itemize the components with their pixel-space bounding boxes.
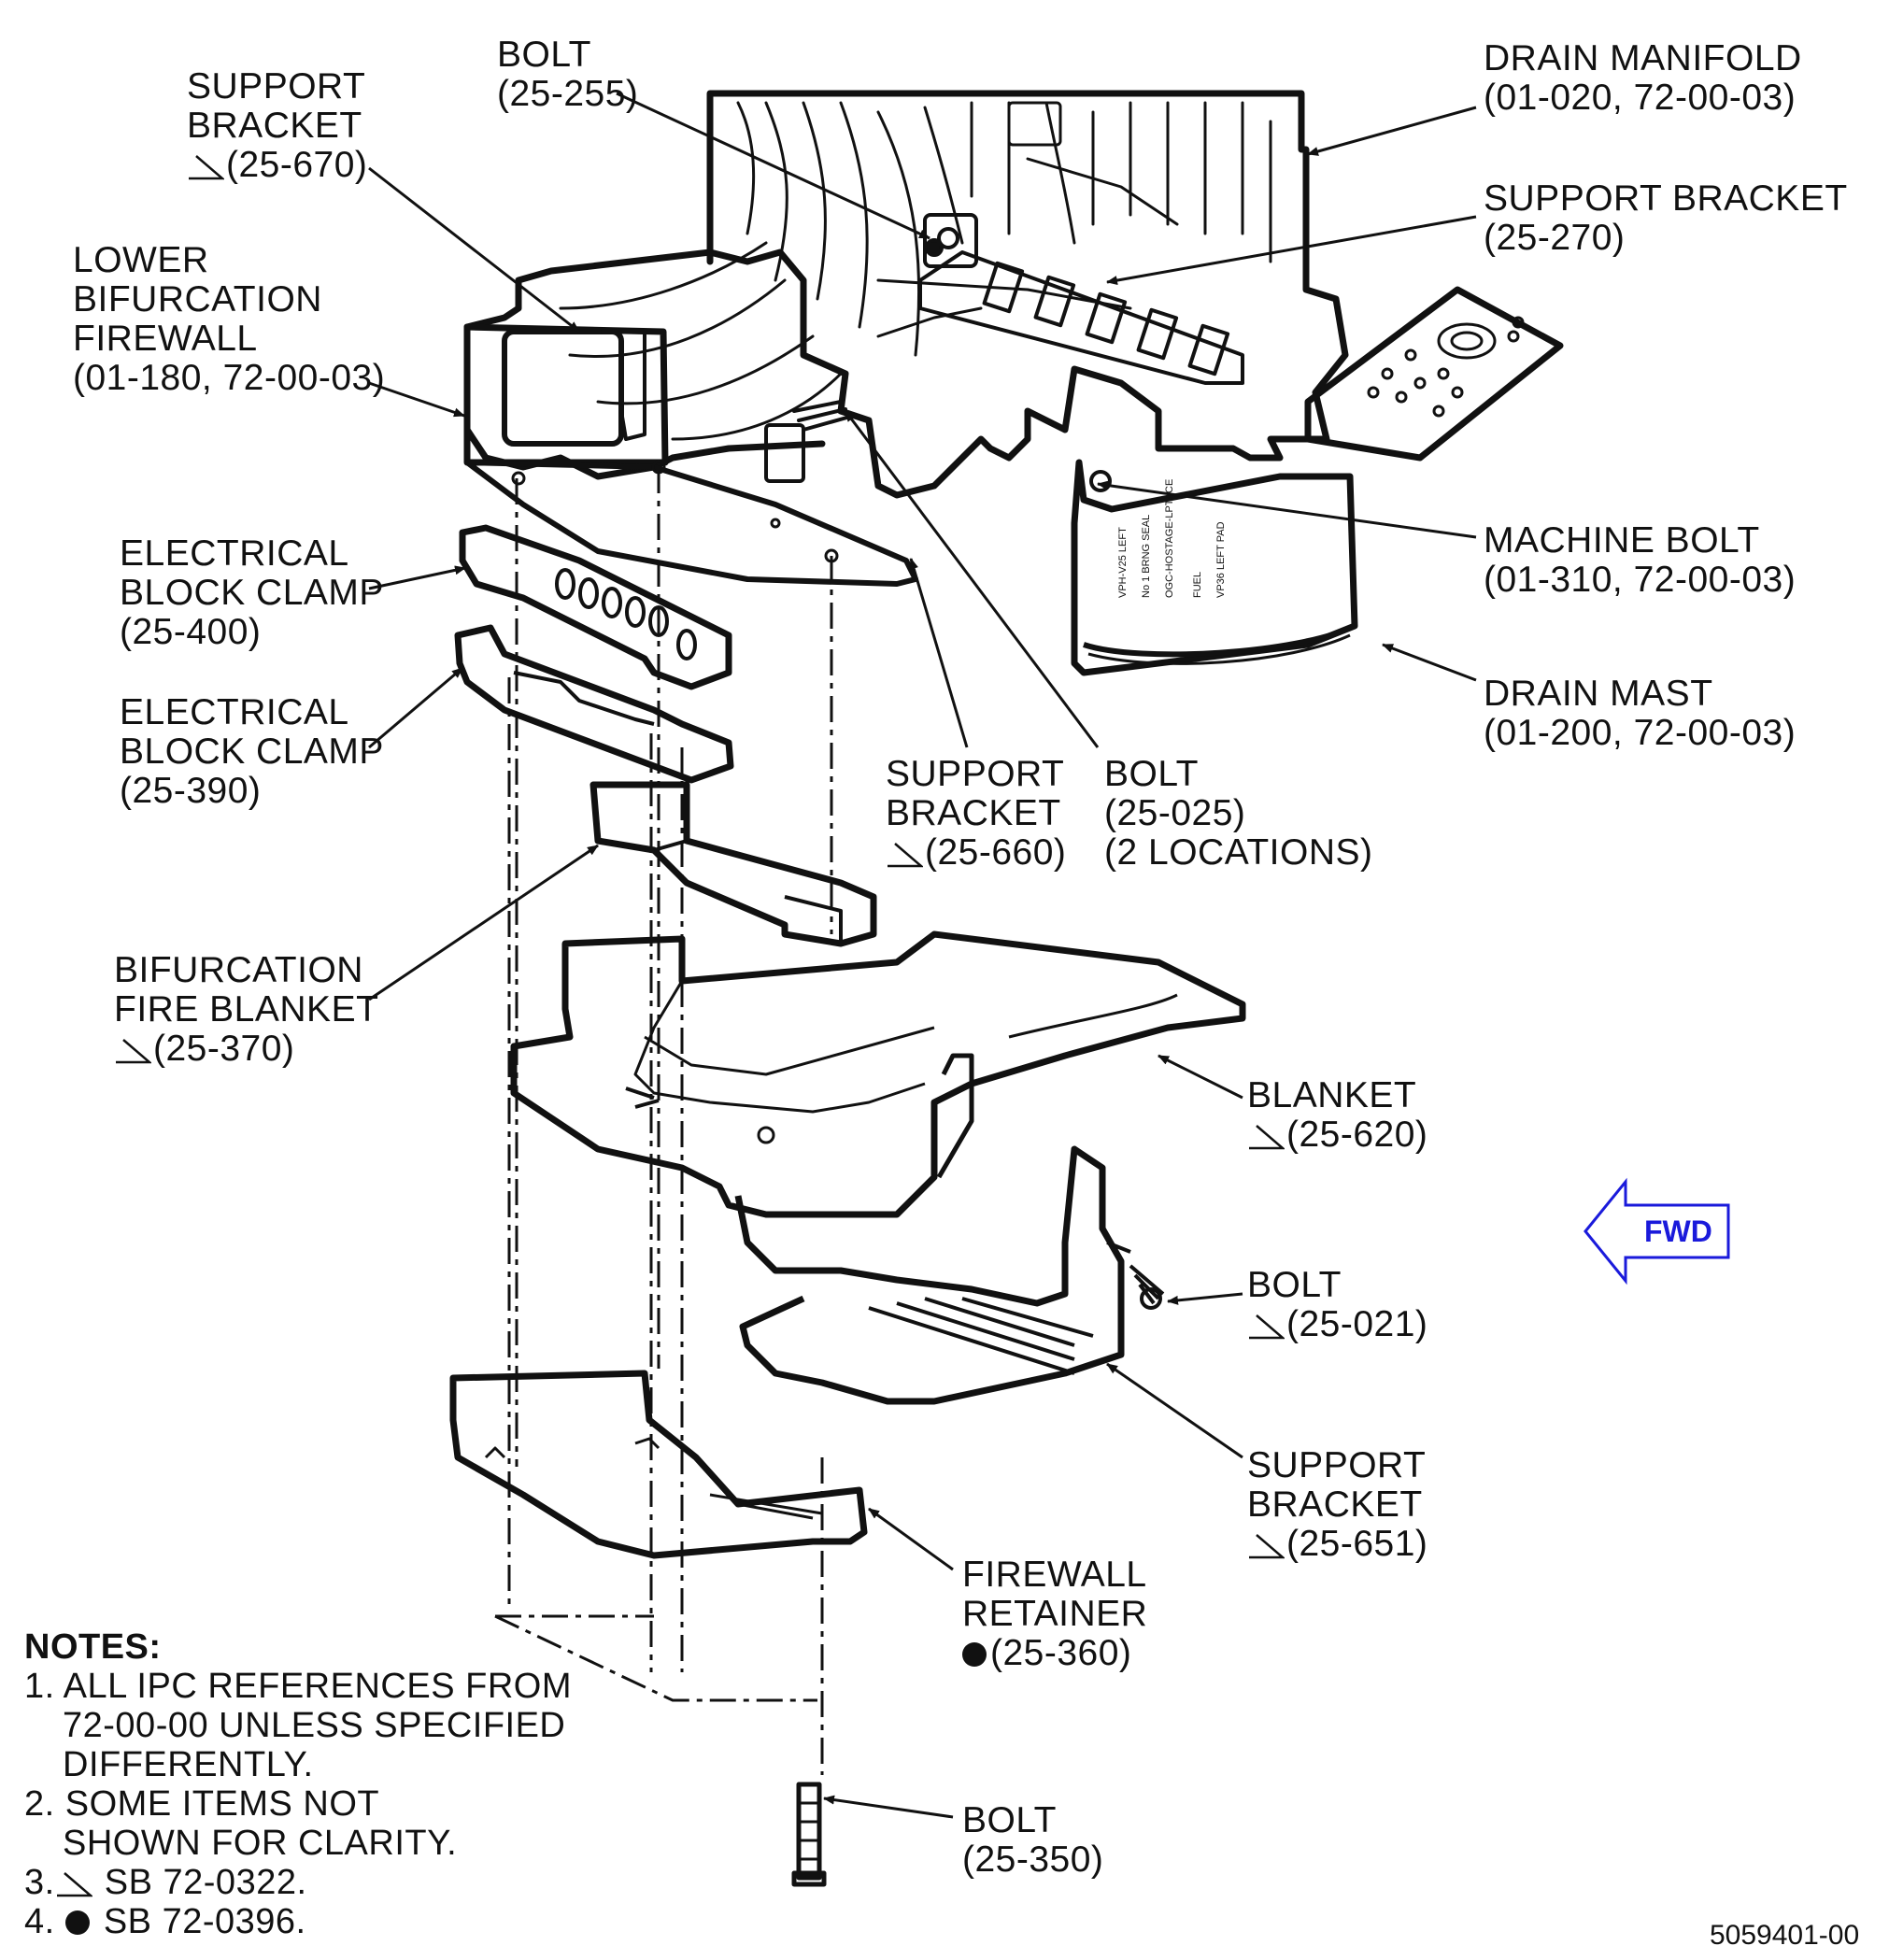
triangle-marker-icon	[56, 1872, 92, 1897]
label-drain-manifold: DRAIN MANIFOLD (01-020, 72-00-03)	[1484, 38, 1802, 118]
bolt-25-021-part	[1129, 1264, 1165, 1310]
firewall-retainer	[449, 1370, 868, 1559]
label-bolt-25-021: BOLT (25-021)	[1247, 1265, 1428, 1344]
label-support-bracket-25-660: SUPPORT BRACKET (25-660)	[886, 754, 1067, 873]
drain-mast: VPH-V25 LEFT No 1 BRNG SEAL OGC-HOSTAGE-…	[1071, 459, 1358, 676]
drain-mast-stencil-4: FUEL	[1192, 572, 1203, 598]
triangle-marker-icon	[1249, 1314, 1285, 1340]
label-blanket-25-620: BLANKET (25-620)	[1247, 1075, 1428, 1155]
label-machine-bolt: MACHINE BOLT (01-310, 72-00-03)	[1484, 520, 1797, 600]
drain-mast-stencil-2: No 1 BRNG SEAL	[1141, 515, 1152, 598]
electrical-block-clamp-25-390	[454, 624, 734, 784]
label-bolt-25-025: BOLT (25-025) (2 LOCATIONS)	[1104, 754, 1373, 873]
label-drain-mast: DRAIN MAST (01-200, 72-00-03)	[1484, 674, 1797, 753]
alignment-lines	[494, 467, 833, 1775]
figure-id: 5059401-00	[1710, 1920, 1860, 1951]
drain-mast-stencil-3: OGC-HOSTAGE-LPTACE	[1164, 479, 1175, 598]
label-electrical-block-clamp-25-400: ELECTRICAL BLOCK CLAMP (25-400)	[120, 533, 384, 652]
label-bifurcation-fire-blanket: BIFURCATION FIRE BLANKET (25-370)	[114, 950, 379, 1069]
dot-marker-icon	[962, 1642, 987, 1667]
drain-manifold-assembly	[463, 90, 1564, 587]
label-bolt-25-350: BOLT (25-350)	[962, 1800, 1104, 1880]
support-bracket-25-651	[734, 1145, 1131, 1405]
dot-marker-icon	[64, 1910, 90, 1935]
label-support-bracket-25-270: SUPPORT BRACKET (25-270)	[1484, 178, 1848, 258]
triangle-marker-icon	[189, 155, 224, 180]
triangle-marker-icon	[888, 843, 923, 868]
triangle-marker-icon	[1249, 1534, 1285, 1559]
bolt-25-350-part	[791, 1782, 827, 1887]
triangle-marker-icon	[116, 1039, 151, 1064]
label-firewall-retainer: FIREWALL RETAINER (25-360)	[962, 1555, 1148, 1673]
electrical-block-clamp-25-400	[459, 524, 732, 690]
label-support-bracket-25-670: SUPPORT BRACKET (25-670)	[187, 66, 368, 185]
notes-heading: NOTES:	[24, 1627, 162, 1667]
drain-mast-stencil-1: VPH-V25 LEFT	[1117, 527, 1129, 598]
label-electrical-block-clamp-25-390: ELECTRICAL BLOCK CLAMP (25-390)	[120, 692, 384, 811]
leader-lines	[368, 92, 1477, 1819]
triangle-marker-icon	[1249, 1125, 1285, 1150]
label-lower-bifurcation-firewall: LOWER BIFURCATION FIREWALL (01-180, 72-0…	[73, 240, 386, 398]
bifurcation-fire-blanket	[510, 930, 1246, 1218]
label-support-bracket-25-651: SUPPORT BRACKET (25-651)	[1247, 1445, 1428, 1564]
fwd-label: FWD	[1644, 1214, 1712, 1248]
drain-mast-stencil-5: VP36 LEFT PAD	[1215, 521, 1227, 598]
label-bolt-25-255: BOLT (25-255)	[497, 35, 639, 114]
fwd-arrow-icon	[1584, 1177, 1730, 1285]
notes-block: NOTES: 1. ALL IPC REFERENCES FROM 72-00-…	[24, 1627, 572, 1941]
